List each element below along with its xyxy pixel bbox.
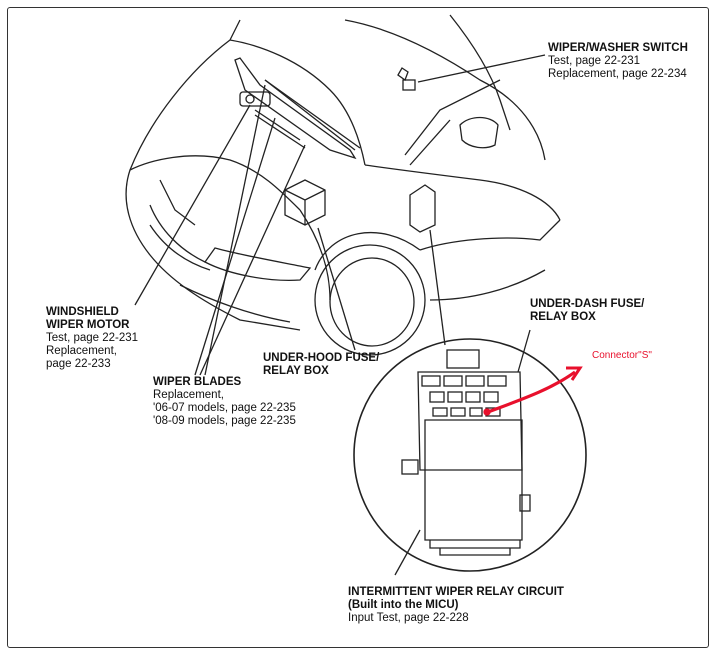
label-wiper-motor: WINDSHIELD WIPER MOTOR Test, page 22-231… [46, 306, 138, 371]
label-line: Replacement, [153, 389, 224, 401]
label-title: UNDER-HOOD FUSE/ [263, 352, 380, 364]
label-title: WINDSHIELD [46, 306, 119, 318]
label-wiper-blades: WIPER BLADES Replacement, '06-07 models,… [153, 376, 296, 428]
label-line: Test, page 22-231 [548, 55, 641, 67]
diagram-frame [7, 7, 709, 648]
label-line: Input Test, page 22-228 [348, 612, 469, 624]
label-title: INTERMITTENT WIPER RELAY CIRCUIT [348, 586, 564, 598]
label-title: (Built into the MICU) [348, 599, 459, 611]
label-line: '06-07 models, page 22-235 [153, 402, 296, 414]
label-line: '08-09 models, page 22-235 [153, 415, 296, 427]
label-wiper-washer-switch: WIPER/WASHER SWITCH Test, page 22-231 Re… [548, 42, 688, 81]
label-relay-circuit: INTERMITTENT WIPER RELAY CIRCUIT (Built … [348, 586, 564, 625]
label-line: Test, page 22-231 [46, 332, 139, 344]
label-title: WIPER MOTOR [46, 319, 130, 331]
label-title: WIPER/WASHER SWITCH [548, 42, 688, 54]
label-title: WIPER BLADES [153, 376, 242, 388]
label-line: Replacement, [46, 345, 117, 357]
label-line: Replacement, page 22-234 [548, 68, 687, 80]
label-line: page 22-233 [46, 358, 111, 370]
label-title: RELAY BOX [263, 365, 329, 377]
label-underhood-box: UNDER-HOOD FUSE/ RELAY BOX [263, 352, 379, 378]
connector-annotation: Connector"S" [592, 350, 652, 361]
label-underdash-box: UNDER-DASH FUSE/ RELAY BOX [530, 298, 644, 324]
label-title: RELAY BOX [530, 311, 596, 323]
label-title: UNDER-DASH FUSE/ [530, 298, 645, 310]
